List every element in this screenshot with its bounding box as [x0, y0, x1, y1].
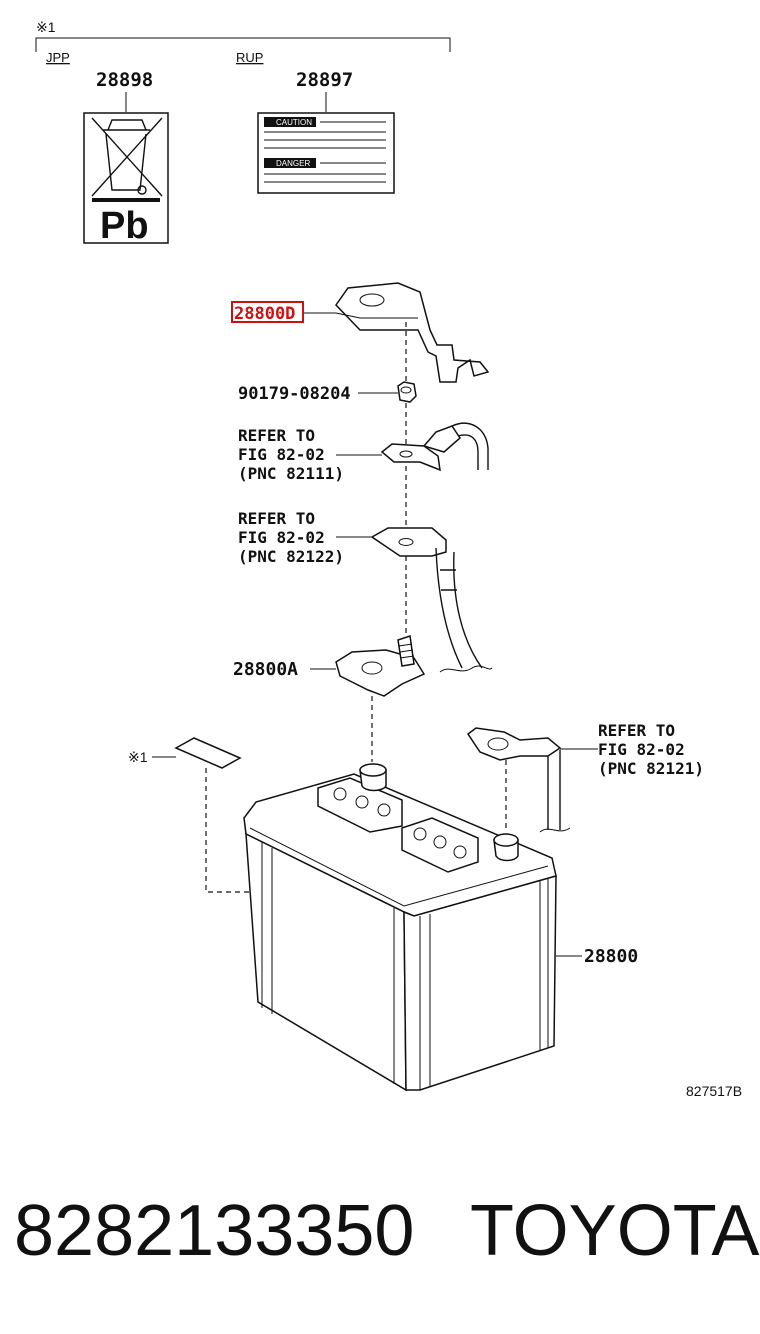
plus-terminal-part[interactable]	[335, 635, 426, 697]
ref2-line2: FIG 82-02	[238, 528, 325, 547]
note-mark: ※1	[36, 19, 56, 35]
callout-sticker: ※1	[128, 749, 148, 765]
callout-plus-terminal[interactable]: 28800A	[233, 659, 298, 680]
callout-battery[interactable]: 28800	[584, 946, 638, 967]
ref2-line1: REFER TO	[238, 509, 315, 528]
region-rup: RUP	[236, 50, 263, 65]
region-jpp: JPP	[46, 50, 70, 65]
part-no-28898[interactable]: 28898	[96, 69, 153, 91]
variant-bracket	[35, 37, 451, 52]
ref1-line1: REFER TO	[238, 426, 315, 445]
svg-text:CAUTION: CAUTION	[276, 118, 312, 127]
nut-part[interactable]	[397, 381, 417, 403]
highlight-box	[231, 301, 304, 323]
svg-text:DANGER: DANGER	[276, 159, 310, 168]
ref3-line2: FIG 82-02	[598, 740, 685, 759]
callout-nut[interactable]: 90179-08204	[238, 384, 351, 404]
battery-part[interactable]	[243, 763, 557, 1092]
pb-text: Pb	[100, 205, 149, 247]
wire-bracket-82122[interactable]	[370, 527, 493, 673]
part-no-28897[interactable]: 28897	[296, 69, 353, 91]
minus-terminal-82121[interactable]	[466, 727, 571, 833]
ref2-line3: (PNC 82122)	[238, 547, 344, 566]
sticker-part[interactable]	[174, 737, 242, 769]
recycle-label-icon: Pb	[83, 112, 169, 247]
caution-label-icon: CAUTION DANGER	[257, 112, 395, 194]
footer-brand: TOYOTA	[470, 1191, 759, 1271]
wire-terminal-82111[interactable]	[380, 422, 489, 472]
figure-code: 827517B	[686, 1083, 742, 1099]
footer-part-number: 8282133350	[14, 1191, 414, 1271]
ref1-line2: FIG 82-02	[238, 445, 325, 464]
ref1-line3: (PNC 82111)	[238, 464, 344, 483]
terminal-cover-part[interactable]	[335, 282, 490, 383]
ref3-line1: REFER TO	[598, 721, 675, 740]
callout-cover[interactable]: 28800D	[234, 304, 295, 324]
ref3-line3: (PNC 82121)	[598, 759, 704, 778]
